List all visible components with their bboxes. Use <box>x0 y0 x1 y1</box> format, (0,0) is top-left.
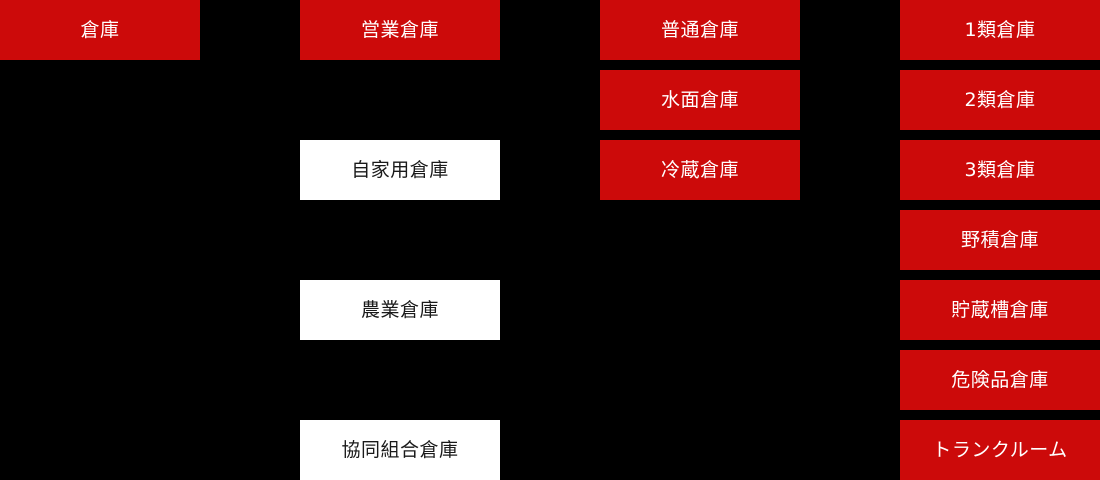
node-level-4-1: 2類倉庫 <box>900 70 1100 130</box>
node-label: 冷蔵倉庫 <box>660 158 739 181</box>
node-label: 野積倉庫 <box>960 228 1039 251</box>
node-level-2-1: 自家用倉庫 <box>300 140 500 200</box>
node-label: 農業倉庫 <box>360 298 439 321</box>
node-level-1-0: 倉庫 <box>0 0 200 60</box>
node-label: 普通倉庫 <box>660 18 739 41</box>
node-level-4-3: 野積倉庫 <box>900 210 1100 270</box>
node-label: 自家用倉庫 <box>351 158 449 181</box>
node-level-3-0: 普通倉庫 <box>600 0 800 60</box>
node-level-2-3: 協同組合倉庫 <box>300 420 500 480</box>
node-level-4-5: 危険品倉庫 <box>900 350 1100 410</box>
node-label: 1類倉庫 <box>964 18 1036 41</box>
node-level-4-0: 1類倉庫 <box>900 0 1100 60</box>
node-level-4-2: 3類倉庫 <box>900 140 1100 200</box>
node-label: トランクルーム <box>932 438 1068 461</box>
node-level-3-1: 水面倉庫 <box>600 70 800 130</box>
node-label: 営業倉庫 <box>360 18 439 41</box>
node-label: 危険品倉庫 <box>951 368 1049 391</box>
node-level-2-2: 農業倉庫 <box>300 280 500 340</box>
node-label: 水面倉庫 <box>660 88 739 111</box>
node-label: 倉庫 <box>80 18 120 41</box>
node-level-2-0: 営業倉庫 <box>300 0 500 60</box>
node-label: 協同組合倉庫 <box>341 438 459 461</box>
node-level-4-6: トランクルーム <box>900 420 1100 480</box>
node-label: 貯蔵槽倉庫 <box>951 298 1049 321</box>
node-level-4-4: 貯蔵槽倉庫 <box>900 280 1100 340</box>
node-label: 3類倉庫 <box>964 158 1036 181</box>
node-level-3-2: 冷蔵倉庫 <box>600 140 800 200</box>
node-label: 2類倉庫 <box>964 88 1036 111</box>
